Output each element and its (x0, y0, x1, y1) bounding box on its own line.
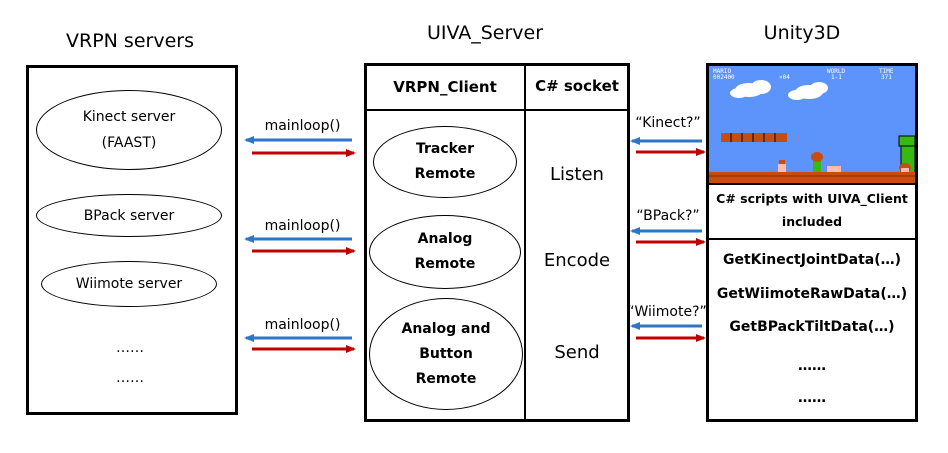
hud-world: 1-1 (831, 74, 842, 81)
unity-ellipsis-1: …… (798, 358, 826, 374)
kinect-server-node: Kinect server (FAAST) (36, 90, 222, 170)
hud-time-label: TIME (879, 68, 894, 75)
cloud-left (730, 80, 771, 98)
uiva-column-divider (524, 63, 526, 422)
mainloop-label-1: mainloop() (264, 118, 341, 134)
mainloop-label-2: mainloop() (264, 218, 341, 234)
turtle (827, 166, 841, 172)
wiimote-query-label: “Wiimote?” (627, 304, 707, 320)
wiimote-server-node: Wiimote server (41, 261, 217, 307)
hud-mario: MARIO (713, 68, 731, 75)
mainloop-label-3: mainloop() (264, 317, 341, 333)
get-wiimote-raw-data-function: GetWiimoteRawData(…) (716, 286, 908, 302)
brick-row (721, 133, 787, 142)
hud-coins: ×04 (779, 74, 790, 81)
bpack-server-label: BPack server (83, 207, 175, 224)
send-label: Send (554, 342, 600, 363)
game-screenshot: MARIO 002400 ×04 WORLD 1-1 TIME 371 (709, 66, 915, 183)
analog-remote-label-2: Remote (414, 256, 476, 272)
analog-button-remote-label-2: Button (419, 345, 473, 362)
ground (709, 172, 915, 183)
vrpn-servers-ellipsis-1: …… (116, 340, 144, 356)
analog-button-remote-label-1: Analog and (401, 320, 491, 337)
analog-remote-label-1: Analog (417, 231, 473, 247)
analog-button-remote-node: Analog and Button Remote (369, 298, 523, 410)
cloud-right (788, 82, 828, 100)
vrpn-servers-title: VRPN servers (66, 30, 194, 52)
tracker-remote-label-2: Remote (414, 166, 476, 182)
csharp-socket-header: C# socket (535, 77, 619, 95)
encode-label: Encode (543, 250, 611, 271)
csharp-scripts-label-2: included (781, 214, 843, 229)
kinect-server-label: Kinect server (82, 109, 176, 125)
kinect-query-label: “Kinect?” (635, 115, 701, 131)
vrpn-client-header: VRPN_Client (393, 78, 497, 96)
mario-sprite (778, 160, 786, 172)
unity3d-title: Unity3D (763, 22, 841, 44)
wiimote-server-label: Wiimote server (75, 276, 183, 292)
get-kinect-joint-data-function: GetKinectJointData(…) (722, 252, 902, 268)
analog-remote-node: Analog Remote (369, 215, 521, 289)
analog-button-remote-label-3: Remote (415, 370, 477, 387)
get-bpack-tilt-data-function: GetBPackTiltData(…) (729, 319, 895, 335)
piranha-plant (811, 152, 823, 172)
tracker-remote-node: Tracker Remote (373, 126, 517, 198)
game-divider (706, 183, 918, 185)
tracker-remote-label-1: Tracker (416, 141, 474, 157)
goomba (899, 163, 911, 173)
hud-world-label: WORLD (827, 68, 845, 75)
listen-label: Listen (550, 164, 604, 185)
uiva-server-title: UIVA_Server (426, 22, 544, 44)
hud-score: 002400 (713, 74, 735, 81)
game-scene: MARIO 002400 ×04 WORLD 1-1 TIME 371 (709, 66, 915, 183)
csharp-scripts-label-1: C# scripts with UIVA_Client (716, 191, 908, 206)
kinect-server-sublabel: (FAAST) (101, 135, 157, 151)
uiva-header-divider (364, 109, 630, 111)
hud-time: 371 (881, 74, 892, 81)
bpack-server-node: BPack server (36, 194, 222, 237)
unity-ellipsis-2: …… (798, 390, 826, 406)
vrpn-servers-ellipsis-2: …… (116, 370, 144, 386)
bpack-query-label: “BPack?” (636, 208, 700, 224)
scripts-divider (706, 238, 918, 240)
